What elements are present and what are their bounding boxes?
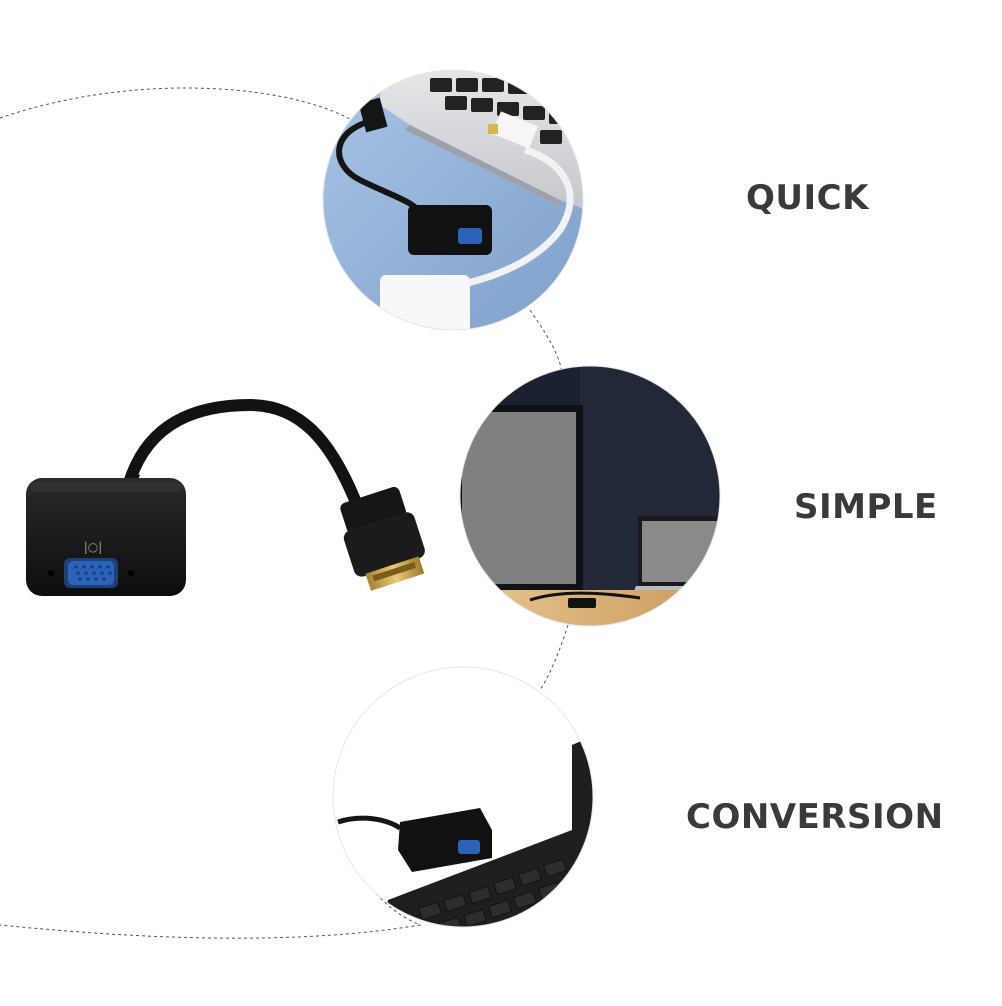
feature-label-conversion: CONVERSION: [686, 797, 944, 837]
simple-photo-circle: [460, 366, 720, 626]
feature-label-simple: SIMPLE: [794, 487, 938, 527]
quick-photo-circle: [323, 70, 583, 330]
simple-circle-border: [459, 365, 721, 627]
conversion-circle-border: [332, 666, 594, 928]
dashed-arc-decoration: [0, 87, 569, 939]
hdmi-vga-adapter-icon: |○|: [26, 398, 425, 596]
feature-label-quick: QUICK: [746, 178, 869, 218]
conversion-photo-circle: [333, 667, 593, 927]
port-symbol-text: |○|: [84, 540, 103, 554]
quick-circle-border: [322, 69, 584, 331]
